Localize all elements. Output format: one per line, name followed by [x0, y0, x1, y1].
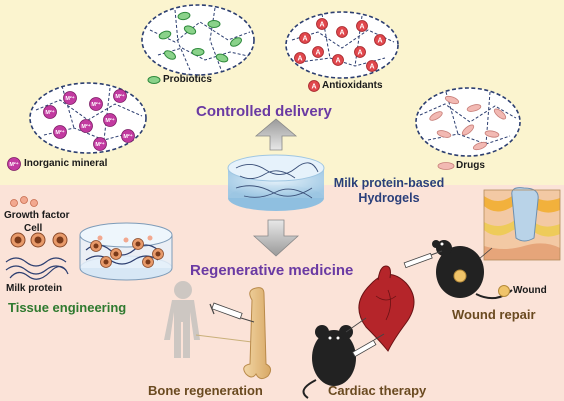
- mineral-network: [7, 82, 147, 171]
- svg-text:A: A: [335, 58, 340, 65]
- svg-text:A: A: [377, 38, 382, 45]
- wound-legend-icon: [498, 285, 510, 297]
- bone-icon: [243, 287, 272, 380]
- svg-text:M²⁺: M²⁺: [105, 117, 114, 124]
- svg-text:M²⁺: M²⁺: [9, 161, 18, 168]
- mineral-legend-icon: [7, 157, 21, 171]
- milk-protein-label: Milk protein: [6, 283, 63, 294]
- svg-text:M²⁺: M²⁺: [123, 133, 132, 140]
- bone-pointer-line: [195, 334, 253, 343]
- svg-text:A: A: [357, 50, 362, 57]
- up-arrow: [254, 118, 298, 151]
- svg-text:A: A: [302, 36, 307, 43]
- hydrogel-title-line2: Hydrogels: [358, 191, 420, 205]
- antioxidant-particles: [294, 18, 386, 72]
- drugs-label: Drugs: [456, 160, 485, 171]
- mineral-symbols: M²⁺ M²⁺ M²⁺ M²⁺ M²⁺ M²⁺ M²⁺ M²⁺ M²⁺ M²⁺: [9, 93, 132, 168]
- growth-factor-label: Growth factor: [4, 210, 70, 221]
- skin-section: [483, 187, 561, 261]
- bottom-background: [0, 185, 564, 401]
- svg-text:M²⁺: M²⁺: [95, 141, 104, 148]
- hydrogel-disc: [227, 154, 325, 211]
- drugs-legend-icon: [437, 162, 455, 170]
- svg-text:M²⁺: M²⁺: [65, 95, 74, 102]
- bone-syringe: [209, 302, 255, 323]
- regenerative-medicine-title: Regenerative medicine: [190, 262, 354, 279]
- svg-text:A: A: [359, 24, 364, 31]
- svg-text:A: A: [369, 64, 374, 71]
- human-silhouette: [164, 281, 200, 358]
- mouse-wound: [432, 240, 513, 300]
- svg-text:M²⁺: M²⁺: [91, 101, 100, 108]
- svg-text:M²⁺: M²⁺: [55, 129, 64, 136]
- growth-factor-icons: [10, 196, 38, 207]
- probiotics-legend-icon: [147, 76, 161, 84]
- wound-label: Wound: [513, 285, 547, 296]
- wound-syringe: [403, 250, 443, 269]
- tissue-scaffold-dish: [79, 222, 173, 281]
- controlled-delivery-title: Controlled delivery: [196, 103, 332, 120]
- svg-text:A: A: [319, 22, 324, 29]
- drug-particles: [429, 95, 507, 151]
- cell-icons: [10, 232, 68, 248]
- hydrogel-title: Milk protein-based Hydrogels: [330, 176, 448, 206]
- svg-text:M²⁺: M²⁺: [115, 93, 124, 100]
- inorganic-mineral-label: Inorganic mineral: [24, 158, 108, 169]
- svg-text:M²⁺: M²⁺: [45, 109, 54, 116]
- tissue-engineering-title: Tissue engineering: [8, 300, 127, 315]
- probiotics-label: Probiotics: [163, 74, 212, 85]
- mouse-black: [302, 325, 356, 399]
- hydrogel-title-line1: Milk protein-based: [333, 176, 445, 190]
- wound-repair-title: Wound repair: [452, 307, 536, 322]
- cell-label: Cell: [24, 223, 43, 234]
- bone-regeneration-title: Bone regeneration: [148, 383, 263, 398]
- antioxidants-legend-icon: [308, 80, 320, 92]
- heart-pointer-line: [345, 317, 367, 333]
- svg-text:A: A: [297, 56, 302, 63]
- milk-protein-icon: [5, 257, 69, 280]
- svg-text:M²⁺: M²⁺: [81, 123, 90, 130]
- drugs-network: [415, 87, 521, 170]
- antioxidant-symbols: A A A A A A A A A A A: [297, 22, 382, 91]
- probiotic-cells: [158, 11, 242, 63]
- svg-text:A: A: [315, 50, 320, 57]
- svg-text:A: A: [311, 84, 316, 91]
- down-arrow: [252, 219, 300, 257]
- antioxidants-network: [285, 11, 399, 92]
- svg-text:A: A: [339, 30, 344, 37]
- probiotics-network: [141, 4, 255, 84]
- cardiac-therapy-title: Cardiac therapy: [328, 383, 427, 398]
- heart-icon: [358, 265, 415, 352]
- antioxidants-label: Antioxidants: [322, 80, 383, 91]
- mineral-particles: [43, 89, 135, 151]
- cardiac-syringe: [352, 333, 385, 358]
